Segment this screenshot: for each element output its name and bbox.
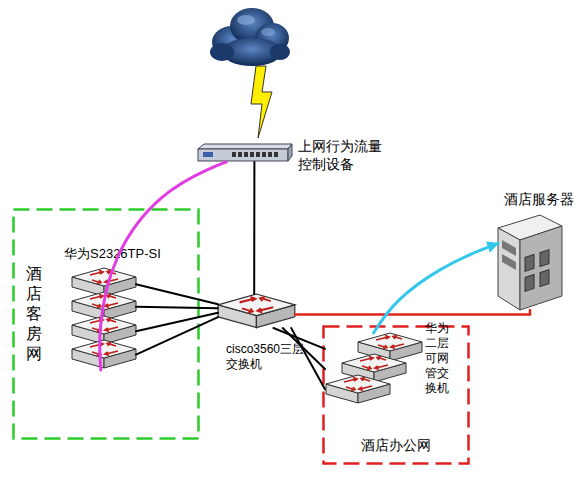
core-switch: cisco3560三层交换机 (218, 294, 295, 328)
connector-line (136, 317, 218, 355)
node-label: 上网行为流量控制设备 (298, 138, 388, 173)
gateway-device-symbol (198, 144, 292, 161)
connector-line (100, 162, 227, 370)
node-label: 酒店办公网 (322, 437, 470, 455)
switch-stack: 华为S2326TP-SI (72, 268, 136, 370)
connector-line (253, 162, 255, 294)
office-network-group: 华为二层可网管交换机酒店办公网 (322, 325, 470, 465)
connector-line (136, 284, 218, 304)
connector-line (273, 328, 325, 349)
cloud-symbol (210, 8, 290, 66)
room-network-group: 华为S2326TP-SI 酒店客房网 (12, 208, 200, 440)
switch-stack: 华为二层可网管交换机 (325, 333, 422, 405)
connector-line (136, 313, 218, 332)
dashed-outline (12, 208, 200, 440)
node-label: 酒店客房网 (26, 264, 44, 364)
connector-line (291, 328, 325, 389)
connector-line (136, 307, 218, 309)
server-symbol (498, 215, 562, 310)
connector-line (283, 328, 325, 369)
dashed-border (14, 210, 199, 439)
connector-line (374, 244, 499, 334)
server: 酒店服务器 (498, 215, 562, 310)
connector-line (295, 310, 530, 314)
lightning-symbol (251, 66, 272, 138)
node-label: 华为S2326TP-SI (64, 246, 161, 262)
node-label: cisco3560三层交换机 (226, 342, 310, 372)
gateway-device: 上网行为流量控制设备 (198, 144, 292, 162)
node-label: 酒店服务器 (504, 191, 574, 209)
node-label: 华为二层可网管交换机 (425, 321, 453, 396)
